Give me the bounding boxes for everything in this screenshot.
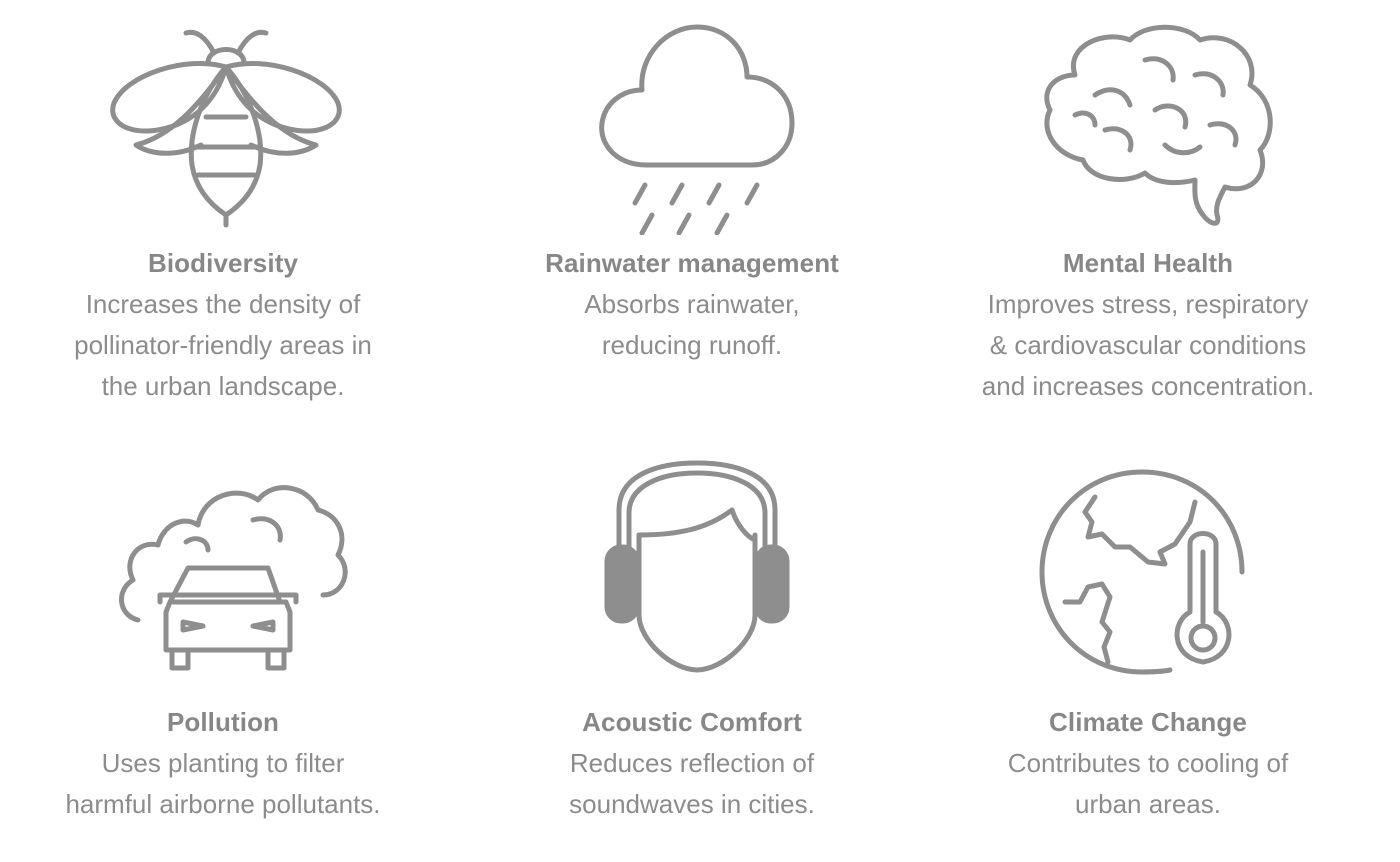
description-line: Improves stress, respiratory xyxy=(987,289,1309,319)
description-line: harmful airborne pollutants. xyxy=(65,789,381,819)
description-line: soundwaves in cities. xyxy=(569,789,815,819)
bee-icon xyxy=(106,15,346,235)
benefit-title-pollution: Pollution xyxy=(166,707,280,737)
description-line: reducing runoff. xyxy=(601,330,783,360)
description-line: the urban landscape. xyxy=(101,371,345,401)
description-line: Contributes to cooling of xyxy=(1007,748,1289,778)
benefit-description-rainwater: Absorbs rainwater, reducing runoff. xyxy=(482,284,902,366)
description-line: Absorbs rainwater, xyxy=(584,289,800,319)
description-line: urban areas. xyxy=(1075,789,1221,819)
description-line: pollinator-friendly areas in xyxy=(74,330,372,360)
benefit-title-rainwater: Rainwater management xyxy=(545,248,839,278)
benefit-description-climate-change: Contributes to cooling of urban areas. xyxy=(938,743,1358,825)
car-smog-icon xyxy=(108,470,348,690)
description-line: and increases concentration. xyxy=(981,371,1315,401)
rain-cloud-icon xyxy=(577,15,817,235)
benefit-description-pollution: Uses planting to filter harmful airborne… xyxy=(13,743,433,825)
description-line: Increases the density of xyxy=(85,289,361,319)
headphones-head-icon xyxy=(577,455,817,675)
benefit-title-mental-health: Mental Health xyxy=(1062,248,1234,278)
description-line: & cardiovascular conditions xyxy=(989,330,1307,360)
brain-icon xyxy=(1035,15,1275,235)
benefit-title-acoustic-comfort: Acoustic Comfort xyxy=(582,707,802,737)
benefit-description-acoustic-comfort: Reduces reflection of soundwaves in citi… xyxy=(482,743,902,825)
benefit-description-mental-health: Improves stress, respiratory & cardiovas… xyxy=(938,284,1358,407)
description-line: Reduces reflection of xyxy=(569,748,815,778)
description-line: Uses planting to filter xyxy=(101,748,345,778)
benefit-title-climate-change: Climate Change xyxy=(1049,707,1247,737)
benefit-title-biodiversity: Biodiversity xyxy=(147,248,299,278)
globe-thermometer-icon xyxy=(1030,462,1270,682)
benefit-description-biodiversity: Increases the density of pollinator-frie… xyxy=(13,284,433,407)
